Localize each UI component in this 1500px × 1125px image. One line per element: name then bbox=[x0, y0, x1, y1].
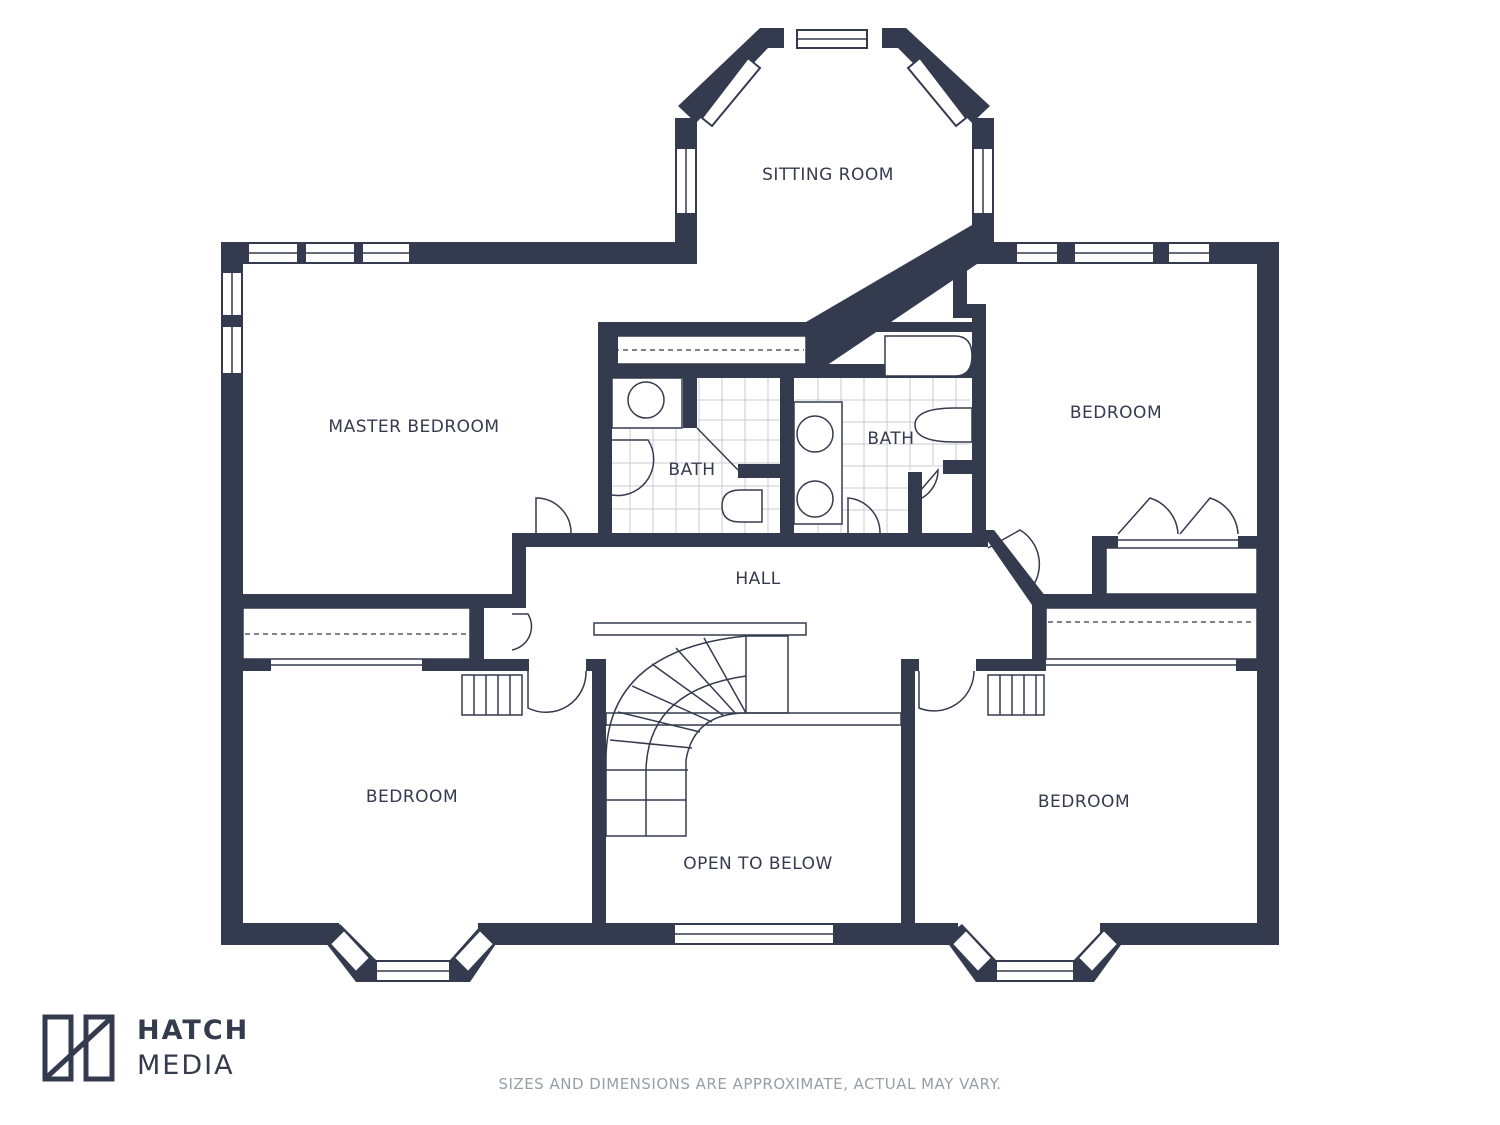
room-label-bedroom-sw: BEDROOM bbox=[365, 787, 459, 807]
bath-tile-floor-left bbox=[612, 378, 780, 533]
room-label-hall: HALL bbox=[735, 569, 781, 589]
fixtures bbox=[242, 323, 1258, 837]
windows bbox=[221, 29, 1211, 982]
room-label-bath-1: BATH bbox=[668, 460, 716, 480]
room-label-bath-2: BATH bbox=[867, 429, 915, 449]
brand-name-line-1: HATCH bbox=[137, 1015, 250, 1046]
hatch-media-logo-icon bbox=[42, 1014, 115, 1082]
room-label-bedroom-se: BEDROOM bbox=[1037, 792, 1131, 812]
room-label-bedroom-ne: BEDROOM bbox=[1069, 403, 1163, 423]
brand-name-line-2: MEDIA bbox=[137, 1050, 235, 1081]
brand: HATCH MEDIA bbox=[42, 1014, 252, 1084]
room-label-sitting-room: SITTING ROOM bbox=[762, 165, 894, 185]
room-label-open-to-below: OPEN TO BELOW bbox=[683, 854, 833, 874]
disclaimer-text: SIZES AND DIMENSIONS ARE APPROXIMATE, AC… bbox=[498, 1075, 1002, 1093]
room-label-master-bedroom: MASTER BEDROOM bbox=[328, 417, 500, 437]
